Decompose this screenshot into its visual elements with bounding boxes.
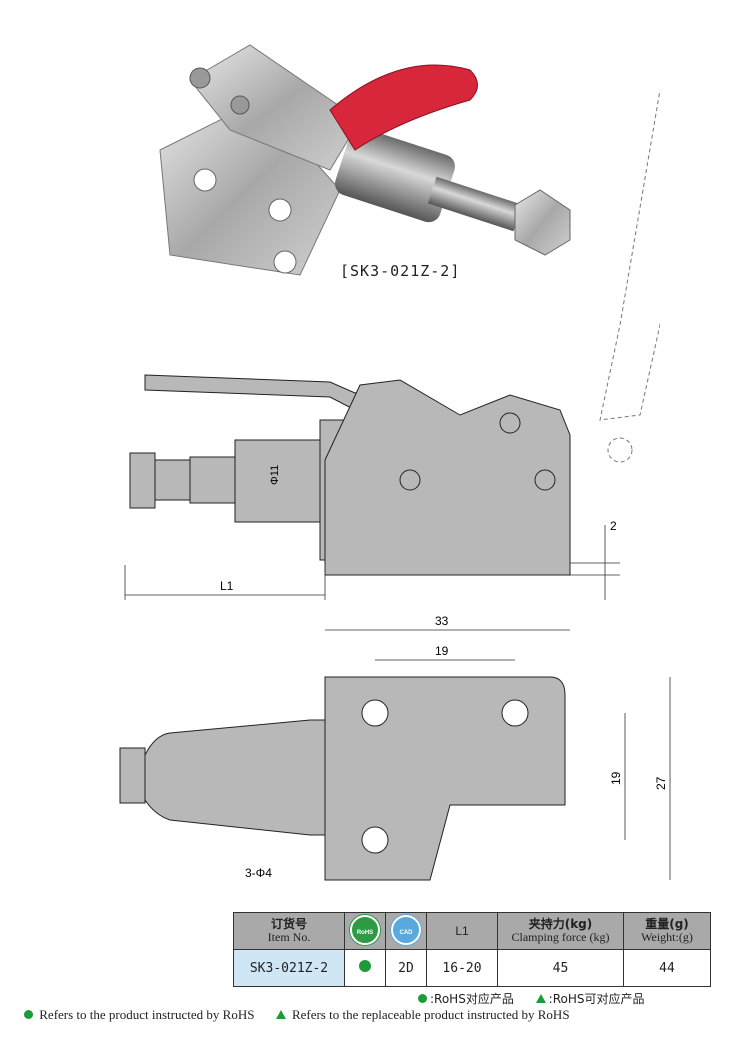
side-view-drawing: L1 2 Φ11 [124,89,660,600]
rohs-dot-icon [359,960,371,972]
spec-table-row: SK3-021Z-2 2D 16-20 45 44 [233,949,711,987]
legend-en-replaceable: Refers to the replaceable product instru… [275,1007,570,1023]
cad-badge-icon: CAD [391,914,421,945]
dim-2-label: 2 [610,519,617,533]
top-view-drawing: 33 19 19 27 3-Φ4 [119,615,671,881]
product-photo [159,44,571,276]
legend-en-rohs: Refers to the product instructed by RoHS [24,1007,254,1023]
legend-cn-rohs: :RoHS对应产品 [418,990,514,1007]
spec-table: 订货号 Item No. RoHS CAD L1 夹持力(kg) Clampin… [233,912,711,987]
cell-weight: 44 [623,949,711,987]
legend-en: Refers to the product instructed by RoHS… [24,1007,570,1023]
green-dot-icon [24,1010,33,1019]
spec-table-header-row: 订货号 Item No. RoHS CAD L1 夹持力(kg) Clampin… [233,912,711,950]
legend-cn: :RoHS对应产品 :RoHS可对应产品 [418,990,644,1007]
dim-27-label: 27 [654,776,668,790]
green-dot-icon [418,994,427,1003]
header-rohs: RoHS [344,912,386,950]
header-weight: 重量(g) Weight:(g) [623,912,711,950]
header-l1: L1 [426,912,498,950]
legend-cn-replaceable: :RoHS可对应产品 [535,990,644,1007]
header-item-no: 订货号 Item No. [233,912,345,950]
photo-caption: [SK3-021Z-2] [340,262,461,280]
dim-l1-label: L1 [220,579,234,593]
dim-holes-label: 3-Φ4 [245,866,272,880]
dim-phi11-label: Φ11 [269,465,281,485]
header-cad: CAD [385,912,427,950]
green-triangle-icon [535,994,546,1003]
dim-19-vertical-label: 19 [609,771,623,785]
header-clamping-force: 夹持力(kg) Clamping force (kg) [497,912,624,950]
cell-cad: 2D [385,949,427,987]
cell-rohs [344,949,386,987]
green-triangle-icon [275,1010,286,1019]
dim-33-label: 33 [435,615,449,628]
cell-clamping-force: 45 [497,949,624,987]
rohs-badge-icon: RoHS [350,914,380,945]
cell-l1: 16-20 [426,949,498,987]
cell-item-no: SK3-021Z-2 [233,949,345,987]
dim-19-horizontal-label: 19 [435,644,449,658]
